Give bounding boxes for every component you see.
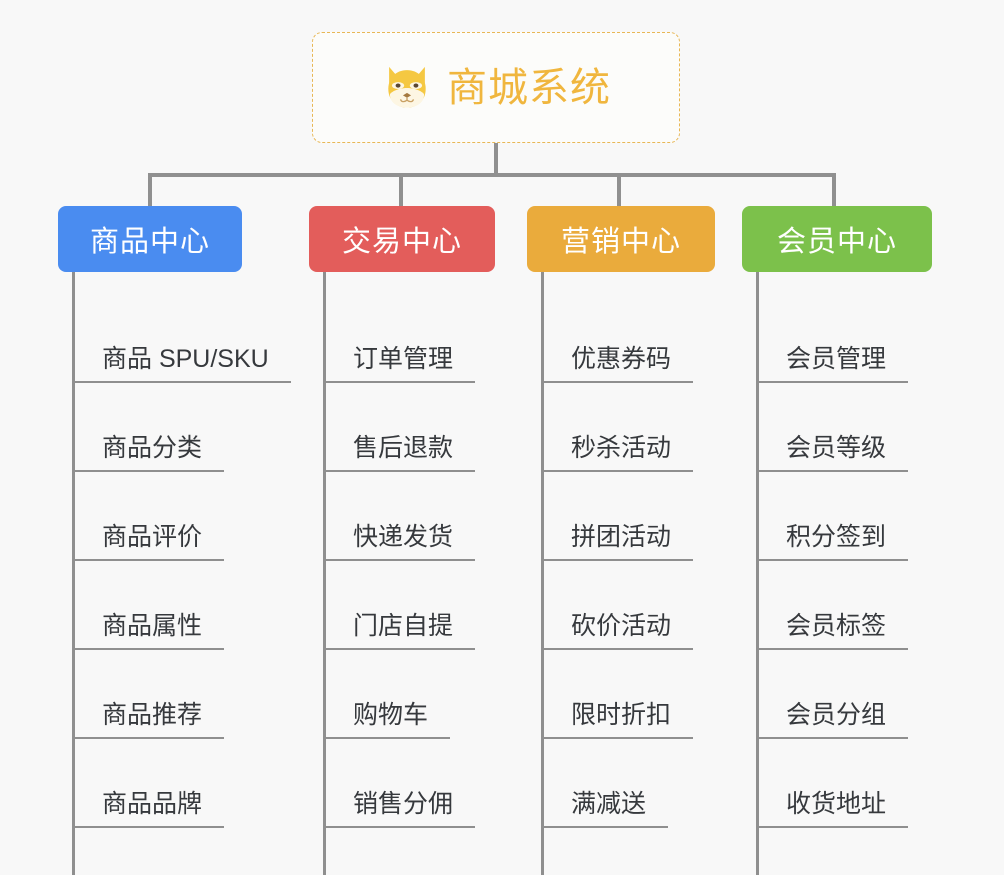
leaf-label: 会员分组 (786, 700, 887, 729)
leaf-label: 优惠券码 (571, 344, 672, 373)
list-item[interactable]: 购物车 (309, 650, 527, 739)
connector-root-drop (494, 143, 498, 175)
leaf-list-2: 订单管理 售后退款 快递发货 门店自提 购物车 销售分佣 (309, 272, 527, 875)
leaf-spine-4 (756, 272, 759, 875)
list-item[interactable]: 会员分组 (742, 650, 957, 739)
leaf-label: 快递发货 (353, 522, 454, 551)
list-item[interactable]: 满减送 (527, 739, 742, 828)
leaf-label: 销售分佣 (353, 789, 454, 818)
leaf-label: 门店自提 (353, 611, 454, 640)
branch-header-label-4: 会员中心 (776, 226, 897, 258)
leaf-label: 秒杀活动 (571, 433, 672, 462)
leaf-label: 收货地址 (786, 789, 887, 818)
leaf-label: 会员等级 (786, 433, 887, 462)
list-item[interactable]: 积分签到 (742, 472, 957, 561)
connector-drop-branch-3 (617, 173, 621, 206)
branch-header-label-2: 交易中心 (341, 226, 462, 258)
branch-header-3[interactable]: 营销中心 (527, 206, 715, 272)
leaf-label: 商品分类 (102, 433, 203, 462)
list-item[interactable]: 快递发货 (309, 472, 527, 561)
leaf-spine-2 (323, 272, 326, 875)
list-item[interactable]: 秒杀活动 (527, 383, 742, 472)
branch-member-center: 会员中心 会员管理 会员等级 积分签到 会员标签 会员分组 收货地址 (742, 206, 957, 875)
list-item[interactable]: 会员管理 (742, 294, 957, 383)
connector-drop-branch-1 (148, 173, 152, 206)
leaf-label: 商品属性 (102, 611, 203, 640)
branch-header-1[interactable]: 商品中心 (58, 206, 242, 272)
list-item[interactable]: 商品评价 (58, 472, 308, 561)
list-item[interactable]: 收货地址 (742, 739, 957, 828)
list-item[interactable]: 商品推荐 (58, 650, 308, 739)
list-item[interactable]: 商品品牌 (58, 739, 308, 828)
connector-drop-branch-2 (399, 173, 403, 206)
branch-header-label-1: 商品中心 (89, 226, 210, 258)
list-item[interactable]: 会员标签 (742, 561, 957, 650)
list-item[interactable]: 限时折扣 (527, 650, 742, 739)
list-item[interactable]: 商品 SPU/SKU (58, 294, 308, 383)
list-item[interactable]: 商品属性 (58, 561, 308, 650)
leaf-label: 订单管理 (353, 344, 454, 373)
connector-horizontal-bar (148, 173, 836, 177)
leaf-label: 商品品牌 (102, 789, 203, 818)
leaf-label: 满减送 (571, 789, 647, 818)
branch-marketing-center: 营销中心 优惠券码 秒杀活动 拼团活动 砍价活动 限时折扣 满减送 (527, 206, 742, 875)
leaf-spine-3 (541, 272, 544, 875)
list-item[interactable]: 砍价活动 (527, 561, 742, 650)
list-item[interactable]: 门店自提 (309, 561, 527, 650)
leaf-list-1: 商品 SPU/SKU 商品分类 商品评价 商品属性 商品推荐 商品品牌 (58, 272, 308, 875)
branch-header-4[interactable]: 会员中心 (742, 206, 932, 272)
shiba-dog-face-icon (388, 66, 426, 107)
leaf-list-3: 优惠券码 秒杀活动 拼团活动 砍价活动 限时折扣 满减送 (527, 272, 742, 875)
list-item[interactable]: 售后退款 (309, 383, 527, 472)
list-item[interactable]: 优惠券码 (527, 294, 742, 383)
mindmap-canvas: 商城系统 商品中心 商品 SPU/SKU 商品分类 商品评价 商品属性 商品推荐… (58, 32, 957, 875)
leaf-label: 商品推荐 (102, 700, 203, 729)
leaf-label: 拼团活动 (571, 522, 672, 551)
leaf-label: 积分签到 (786, 522, 887, 551)
branch-trade-center: 交易中心 订单管理 售后退款 快递发货 门店自提 购物车 销售分佣 (309, 206, 527, 875)
list-item[interactable]: 商品分类 (58, 383, 308, 472)
leaf-label: 售后退款 (353, 433, 454, 462)
list-item[interactable]: 会员等级 (742, 383, 957, 472)
leaf-label: 会员管理 (786, 344, 887, 373)
leaf-list-4: 会员管理 会员等级 积分签到 会员标签 会员分组 收货地址 (742, 272, 957, 875)
root-node[interactable]: 商城系统 (312, 32, 680, 143)
connector-drop-branch-4 (832, 173, 836, 206)
root-title: 商城系统 (447, 65, 611, 110)
leaf-label: 限时折扣 (571, 700, 672, 729)
leaf-spine-1 (72, 272, 75, 875)
leaf-label: 商品 SPU/SKU (102, 344, 269, 373)
list-item[interactable]: 销售分佣 (309, 739, 527, 828)
leaf-label: 砍价活动 (571, 611, 672, 640)
list-item[interactable]: 订单管理 (309, 294, 527, 383)
branch-header-2[interactable]: 交易中心 (309, 206, 495, 272)
branch-product-center: 商品中心 商品 SPU/SKU 商品分类 商品评价 商品属性 商品推荐 商品品牌 (58, 206, 308, 875)
leaf-label: 商品评价 (102, 522, 203, 551)
leaf-label: 购物车 (353, 700, 429, 729)
branch-header-label-3: 营销中心 (560, 226, 681, 258)
list-item[interactable]: 拼团活动 (527, 472, 742, 561)
leaf-label: 会员标签 (786, 611, 887, 640)
